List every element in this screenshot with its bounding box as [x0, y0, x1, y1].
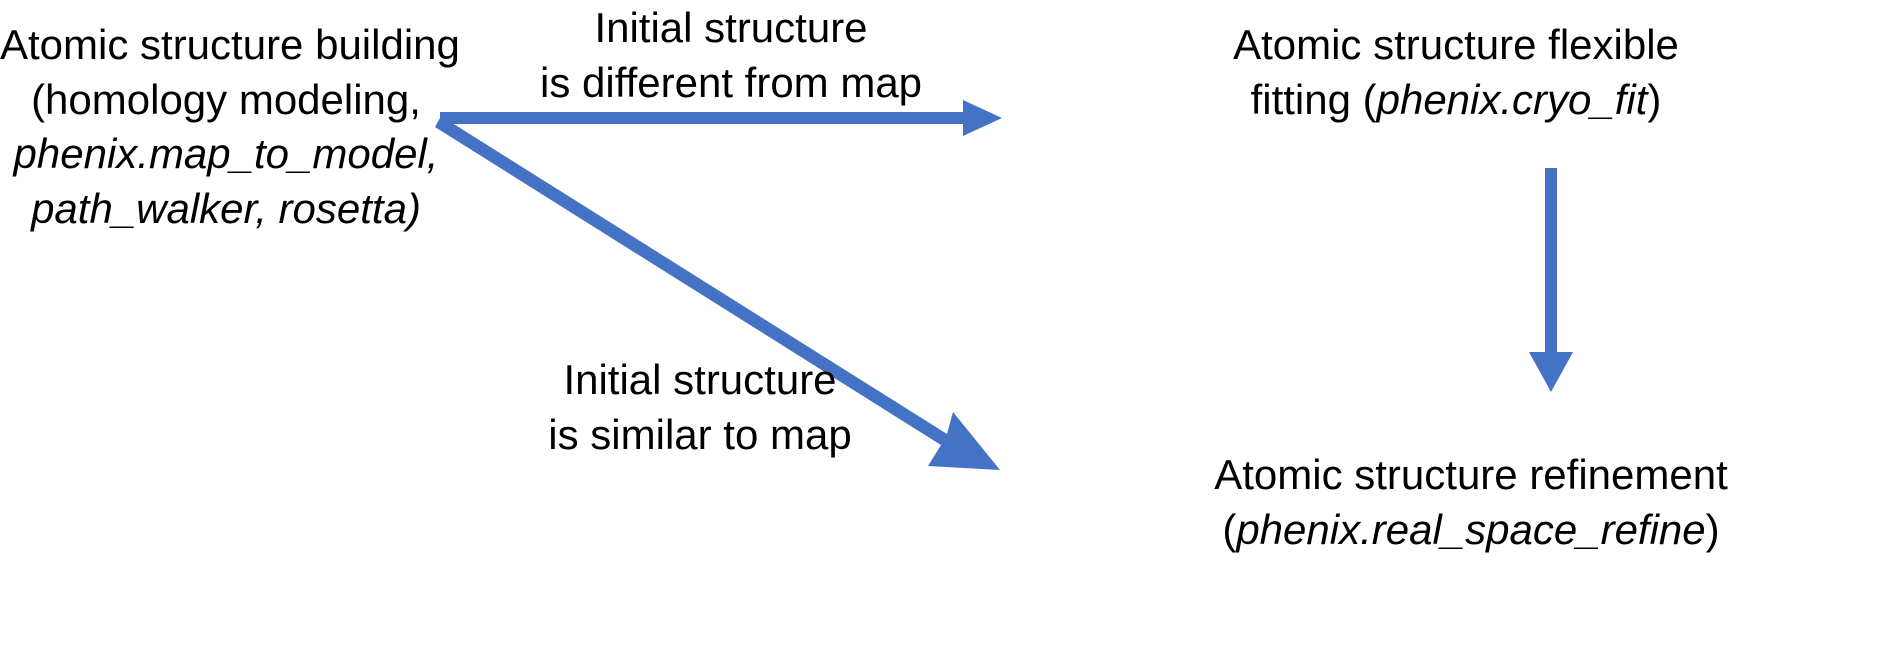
node-refinement-suffix: )	[1705, 505, 1720, 553]
node-building-line-1: Atomic structure building	[0, 21, 460, 68]
node-refinement-command: phenix.real_space_refine	[1236, 505, 1706, 553]
node-building-line-4: path_walker, rosetta)	[0, 182, 452, 237]
node-flexible-fitting-command: phenix.cryo_fit	[1376, 75, 1648, 123]
edge-label-different-line-2: is different from map	[540, 59, 923, 107]
edge-label-different-line-1: Initial structure	[594, 4, 868, 51]
node-building-line-4-italic: path_walker, rosetta)	[31, 184, 421, 232]
node-flexible-fitting-line-1: Atomic structure flexible	[1233, 21, 1679, 68]
edge-label-is-similar-to-map: Initial structure is similar to map	[540, 352, 860, 463]
node-building-line-2: (homology modeling,	[31, 75, 421, 123]
node-atomic-structure-refinement: Atomic structure refinement (phenix.real…	[1058, 448, 1884, 557]
edge-label-similar-line-2: is similar to map	[548, 411, 852, 459]
node-flexible-fitting-suffix: )	[1647, 75, 1662, 123]
edge-label-is-different-from-map: Initial structure is different from map	[540, 0, 922, 111]
node-flexible-fitting-line-2: fitting (phenix.cryo_fit)	[1086, 73, 1826, 128]
node-flexible-fitting-prefix: fitting (	[1250, 75, 1377, 123]
edge-label-similar-line-1: Initial structure	[563, 356, 837, 403]
node-refinement-line-2: (phenix.real_space_refine)	[1058, 503, 1884, 558]
node-refinement-line-1: Atomic structure refinement	[1214, 451, 1728, 498]
node-building-line-3: phenix.map_to_model,	[13, 130, 439, 178]
arrow-flexible-fitting-to-refinement	[1529, 168, 1573, 392]
node-atomic-structure-flexible-fitting: Atomic structure flexible fitting (pheni…	[1086, 18, 1826, 127]
node-atomic-structure-building: Atomic structure building (homology mode…	[0, 18, 460, 237]
node-refinement-prefix: (	[1222, 505, 1237, 553]
